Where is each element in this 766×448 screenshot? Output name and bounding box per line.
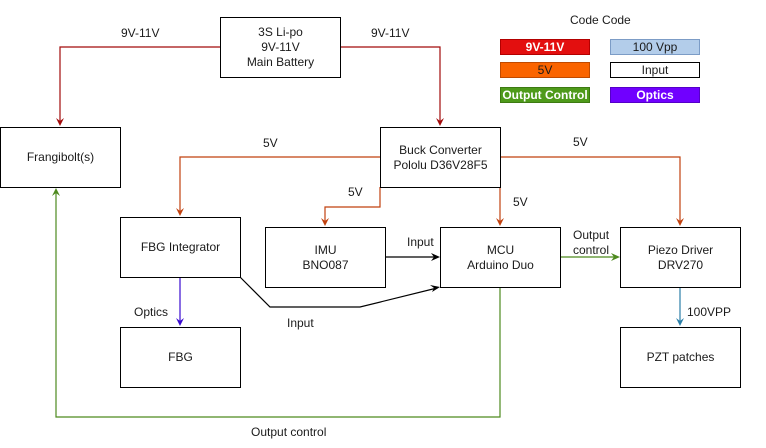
legend-item-100-vpp: 100 Vpp: [610, 39, 700, 55]
block-line: 3S Li-po: [258, 25, 303, 39]
block-line: Frangibolt(s): [26, 150, 95, 164]
block-fbg[interactable]: FBG: [120, 327, 241, 388]
label-mcu-to-piezo-line1: Output: [573, 228, 610, 242]
block-line: FBG Integrator: [140, 240, 221, 254]
arrowhead-imu: [321, 218, 329, 226]
arrowhead-frangibolt: [56, 118, 64, 126]
wire-buck-to-piezo: [500, 156, 681, 224]
label-buck-to-piezo: 5V: [573, 135, 588, 149]
block-line: Pololu D36V28F5: [393, 157, 488, 172]
label-piezo-to-pzt: 100VPP: [687, 305, 732, 319]
block-line: Main Battery: [246, 55, 315, 69]
block-line: Buck Converter: [399, 142, 482, 157]
label-buck-to-fbg-integrator: 5V: [263, 136, 278, 150]
arrowhead-mcu-piezo: [611, 253, 620, 261]
block-line: IMU: [314, 242, 337, 257]
arrowhead-imu-mcu: [431, 253, 440, 261]
block-line: FBG: [168, 350, 193, 364]
block-line: MCU: [486, 242, 515, 257]
arrowhead-fbg-integrator: [176, 208, 184, 216]
label-buck-to-imu: 5V: [348, 185, 363, 199]
label-imu-to-mcu: Input: [407, 235, 434, 249]
label-battery-to-frangibolt: 9V-11V: [121, 26, 160, 40]
arrowhead-pzt: [676, 318, 684, 326]
label-mcu-to-frangibolt: Output control: [251, 425, 327, 439]
label-buck-to-mcu: 5V: [513, 195, 528, 209]
legend-item-9v-11v: 9V-11V: [500, 39, 590, 55]
legend-item-output-control: Output Control: [500, 87, 590, 103]
block-line: Arduino Duo: [467, 257, 534, 272]
block-mcu[interactable]: MCU Arduino Duo: [440, 227, 561, 288]
block-line: DRV270: [657, 257, 704, 272]
legend-item-5v: 5V: [500, 62, 590, 78]
block-frangibolt[interactable]: Frangibolt(s): [0, 127, 121, 188]
wire-battery-to-frangibolt: [59, 46, 220, 124]
block-fbg-integrator[interactable]: FBG Integrator: [120, 217, 241, 278]
arrowhead-buck: [436, 118, 444, 126]
block-line: Piezo Driver: [647, 242, 714, 257]
wire-buck-to-imu: [324, 187, 381, 224]
label-mcu-to-piezo-line2: control: [573, 243, 610, 257]
arrowhead-piezo: [676, 218, 684, 226]
arrowhead-frangibolt-control: [52, 188, 60, 196]
wire-mcu-to-frangibolt: [55, 190, 501, 418]
block-main-battery[interactable]: 3S Li-po 9V-11V Main Battery: [220, 17, 341, 78]
block-pzt-patches[interactable]: PZT patches: [620, 327, 741, 388]
block-imu[interactable]: IMU BNO087: [265, 227, 386, 288]
legend-title: Code Code: [570, 13, 631, 27]
wire-battery-to-buck: [340, 46, 441, 124]
wire-fbg-integrator-to-mcu: [239, 276, 438, 308]
block-line: BNO087: [302, 257, 349, 272]
arrowhead-fbg-integrator-mcu: [430, 285, 440, 292]
arrowhead-mcu: [496, 218, 504, 226]
legend-item-input: Input: [610, 62, 700, 78]
block-buck-converter[interactable]: Buck Converter Pololu D36V28F5: [380, 127, 501, 188]
label-fbg-integrator-to-mcu: Input: [287, 316, 314, 330]
label-fbg-integrator-to-fbg: Optics: [134, 305, 169, 319]
block-line: 9V-11V: [261, 40, 300, 54]
label-battery-to-buck: 9V-11V: [371, 26, 410, 40]
wire-buck-to-fbg-integrator: [179, 156, 380, 214]
legend-item-optics: Optics: [610, 87, 700, 103]
block-piezo-driver[interactable]: Piezo Driver DRV270: [620, 227, 741, 288]
arrowhead-fbg: [176, 318, 184, 326]
block-line: PZT patches: [646, 350, 715, 364]
